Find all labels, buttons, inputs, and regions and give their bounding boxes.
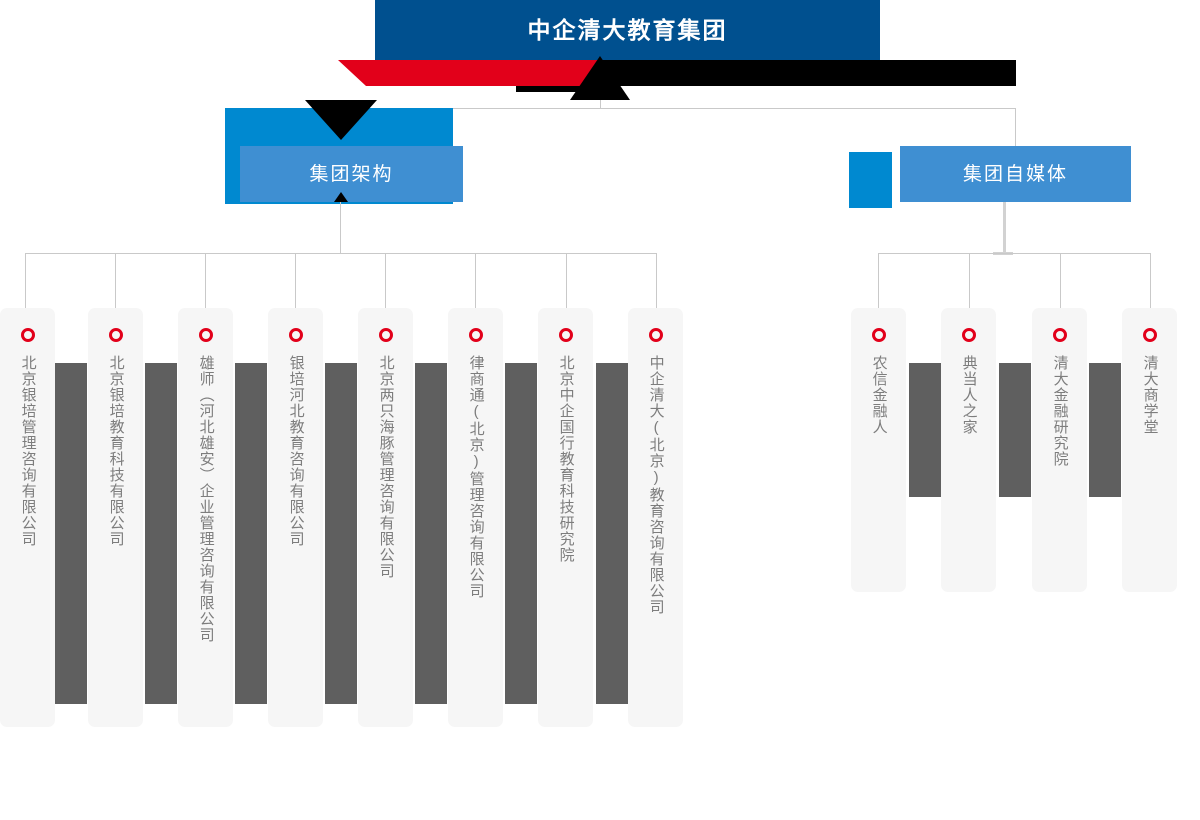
red-ring-icon — [20, 328, 35, 342]
right-drop-line-4 — [1150, 253, 1151, 308]
red-ring-icon — [378, 328, 393, 342]
accent-bar — [55, 363, 87, 704]
level2-bus-line — [225, 108, 1016, 109]
root-node[interactable]: 中企清大教育集团 — [375, 0, 880, 60]
list-item-label: 北京中企国行教育科技研究院 — [557, 355, 575, 563]
list-item-label: 中企清大(北京)教育咨询有限公司 — [647, 355, 665, 615]
list-item[interactable]: 雄师（河北雄安）企业管理咨询有限公司 — [178, 308, 233, 727]
list-item-label: 清大金融研究院 — [1051, 355, 1069, 467]
left-group-bus-line — [25, 253, 657, 254]
list-item-label: 北京两只海豚管理咨询有限公司 — [377, 355, 395, 579]
red-ring-icon — [1142, 328, 1157, 342]
list-item[interactable]: 典当人之家 — [941, 308, 996, 592]
list-item[interactable]: 清大金融研究院 — [1032, 308, 1087, 592]
group-structure-downstem — [340, 202, 341, 254]
right-drop-line-1 — [878, 253, 879, 308]
left-drop-line-3 — [205, 253, 206, 308]
red-ring-icon — [558, 328, 573, 342]
connector-to-group-media — [1015, 108, 1016, 146]
accent-bar — [505, 363, 537, 704]
root-stem-line — [600, 100, 601, 108]
list-item[interactable]: 北京银培管理咨询有限公司 — [0, 308, 55, 727]
red-ring-icon — [288, 328, 303, 342]
list-item-label: 北京银培管理咨询有限公司 — [19, 355, 37, 547]
list-item[interactable]: 北京银培教育科技有限公司 — [88, 308, 143, 727]
right-drop-line-2 — [969, 253, 970, 308]
root-node-label: 中企清大教育集团 — [527, 16, 728, 43]
accent-bar — [999, 363, 1031, 497]
list-item-label: 农信金融人 — [870, 355, 888, 435]
left-drop-line-8 — [656, 253, 657, 308]
black-arrow-up-small-icon — [334, 192, 348, 202]
red-ring-icon — [468, 328, 483, 342]
accent-bar — [145, 363, 177, 704]
accent-bar — [1089, 363, 1121, 497]
list-item[interactable]: 中企清大(北京)教育咨询有限公司 — [628, 308, 683, 727]
list-item[interactable]: 北京两只海豚管理咨询有限公司 — [358, 308, 413, 727]
list-item-label: 银培河北教育咨询有限公司 — [287, 355, 305, 547]
accent-bar — [596, 363, 628, 704]
list-item[interactable]: 银培河北教育咨询有限公司 — [268, 308, 323, 727]
list-item-label: 律商通(北京)管理咨询有限公司 — [467, 355, 485, 599]
list-item-label: 北京银培教育科技有限公司 — [107, 355, 125, 547]
group-structure-label: 集团架构 — [309, 163, 394, 185]
list-item-label: 雄师（河北雄安）企业管理咨询有限公司 — [197, 355, 215, 643]
red-ring-icon — [871, 328, 886, 342]
right-group-bus-line — [878, 253, 1151, 254]
accent-bar — [325, 363, 357, 704]
left-drop-line-1 — [25, 253, 26, 308]
left-drop-line-5 — [385, 253, 386, 308]
list-item[interactable]: 北京中企国行教育科技研究院 — [538, 308, 593, 727]
list-item[interactable]: 律商通(北京)管理咨询有限公司 — [448, 308, 503, 727]
left-drop-line-6 — [475, 253, 476, 308]
red-ring-icon — [648, 328, 663, 342]
list-item-label: 典当人之家 — [960, 355, 978, 435]
red-ring-icon — [198, 328, 213, 342]
list-item[interactable]: 清大商学堂 — [1122, 308, 1177, 592]
left-drop-line-4 — [295, 253, 296, 308]
group-media-downstem — [1003, 202, 1006, 252]
left-drop-line-2 — [115, 253, 116, 308]
accent-bar — [415, 363, 447, 704]
group-media-backdrop — [849, 152, 892, 208]
red-ring-icon — [961, 328, 976, 342]
red-ring-icon — [1052, 328, 1067, 342]
left-drop-line-7 — [566, 253, 567, 308]
right-drop-line-3 — [1060, 253, 1061, 308]
group-media-box[interactable]: 集团自媒体 — [900, 146, 1131, 202]
red-ring-icon — [108, 328, 123, 342]
group-structure-box[interactable]: 集团架构 — [240, 146, 463, 202]
group-media-label: 集团自媒体 — [962, 163, 1068, 185]
list-item-label: 清大商学堂 — [1141, 355, 1159, 435]
accent-bar — [235, 363, 267, 704]
accent-bar — [909, 363, 941, 497]
list-item[interactable]: 农信金融人 — [851, 308, 906, 592]
